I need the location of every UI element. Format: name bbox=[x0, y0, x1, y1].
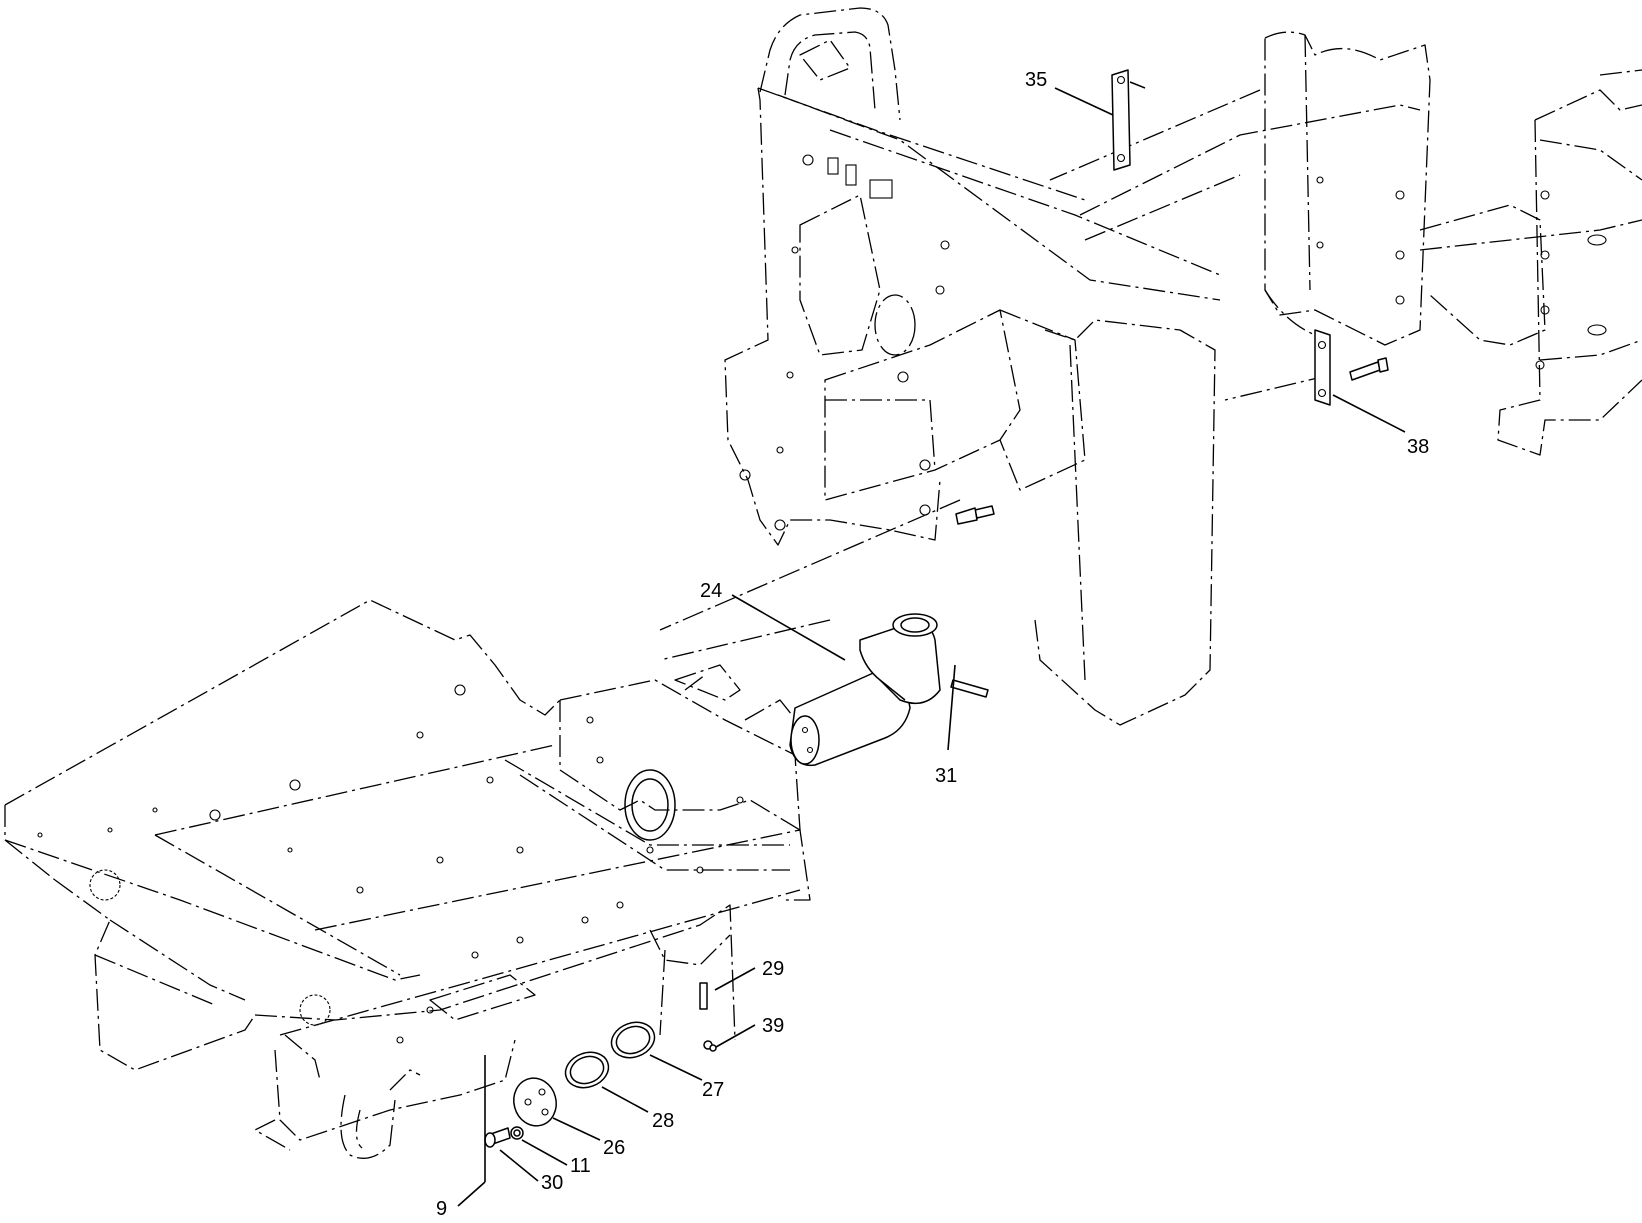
part-24-pivot-shaft bbox=[789, 613, 941, 767]
callout-27: 27 bbox=[702, 1079, 724, 1101]
callout-38: 38 bbox=[1407, 436, 1429, 458]
part-26-thrust-plate bbox=[513, 1077, 557, 1127]
part-28-washer bbox=[564, 1051, 610, 1089]
lower-frame-phantom bbox=[4, 599, 811, 1159]
frame-bolt bbox=[955, 505, 995, 525]
callout-29: 29 bbox=[762, 958, 784, 980]
callout-39: 39 bbox=[762, 1015, 784, 1037]
part-11-lock-washer bbox=[510, 1126, 524, 1140]
part-30-bolt bbox=[484, 1127, 511, 1148]
callout-26: 26 bbox=[603, 1137, 625, 1159]
callout-labels: 35 38 24 31 29 39 27 28 26 11 30 9 bbox=[436, 69, 1429, 1220]
part-29-pin bbox=[699, 982, 708, 1010]
part-35-mount-plate bbox=[1111, 69, 1146, 171]
part-31-roll-pin bbox=[950, 679, 989, 698]
part-39-clip bbox=[703, 1040, 717, 1052]
part-38-bracket-plate bbox=[1314, 329, 1389, 406]
callout-35: 35 bbox=[1025, 69, 1047, 91]
upper-frame-phantom bbox=[724, 7, 1642, 726]
callout-28: 28 bbox=[652, 1110, 674, 1132]
assembly-center-lines bbox=[659, 89, 1331, 661]
part-27-washer bbox=[610, 1021, 656, 1059]
callout-11: 11 bbox=[570, 1155, 591, 1177]
callout-24: 24 bbox=[700, 580, 722, 602]
leader-lines bbox=[457, 87, 1406, 1207]
callout-30: 30 bbox=[541, 1172, 563, 1194]
callout-31: 31 bbox=[935, 765, 957, 787]
callout-9: 9 bbox=[436, 1198, 447, 1220]
